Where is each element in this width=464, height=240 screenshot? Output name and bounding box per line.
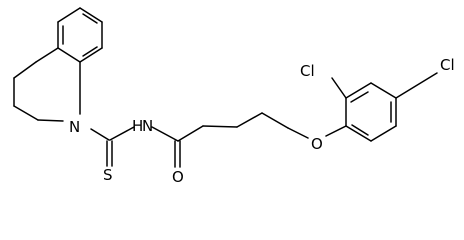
bond [287, 127, 309, 139]
bond [109, 126, 135, 141]
atom-cl-para: Cl [440, 56, 455, 74]
bond [202, 125, 238, 128]
bond [345, 82, 372, 99]
bond [331, 77, 347, 99]
bond [79, 47, 103, 63]
atom-cl-ortho: Cl [300, 62, 315, 80]
bond [177, 125, 204, 142]
chemical-structure: N S H N O O Cl Cl [13, 7, 455, 186]
molecule-drawing: N S H N O O Cl Cl [13, 7, 455, 186]
atom-h-amide: H [132, 117, 143, 135]
atom-n-amide: N [142, 117, 153, 135]
bond [57, 47, 81, 63]
bonds [13, 7, 438, 168]
bond [236, 112, 263, 128]
atom-o-ether: O [311, 135, 323, 153]
bond [57, 7, 81, 23]
bond [395, 72, 438, 99]
bond [261, 112, 289, 129]
bond [13, 61, 37, 79]
atom-labels: N S H N O O Cl Cl [69, 56, 455, 186]
bond [345, 125, 372, 142]
bond [370, 82, 397, 99]
bond [350, 91, 369, 103]
bond [37, 119, 64, 122]
bond [151, 126, 179, 142]
bond [13, 105, 39, 121]
atom-n-ring: N [69, 118, 80, 136]
atom-o-carbonyl: O [172, 168, 184, 186]
bond [90, 128, 110, 141]
bond [351, 124, 369, 136]
atom-s: S [103, 166, 113, 184]
bond [370, 125, 397, 142]
bond [82, 46, 98, 57]
bond [35, 47, 59, 63]
bond [325, 125, 347, 137]
bond [82, 13, 98, 24]
bond [79, 7, 103, 23]
